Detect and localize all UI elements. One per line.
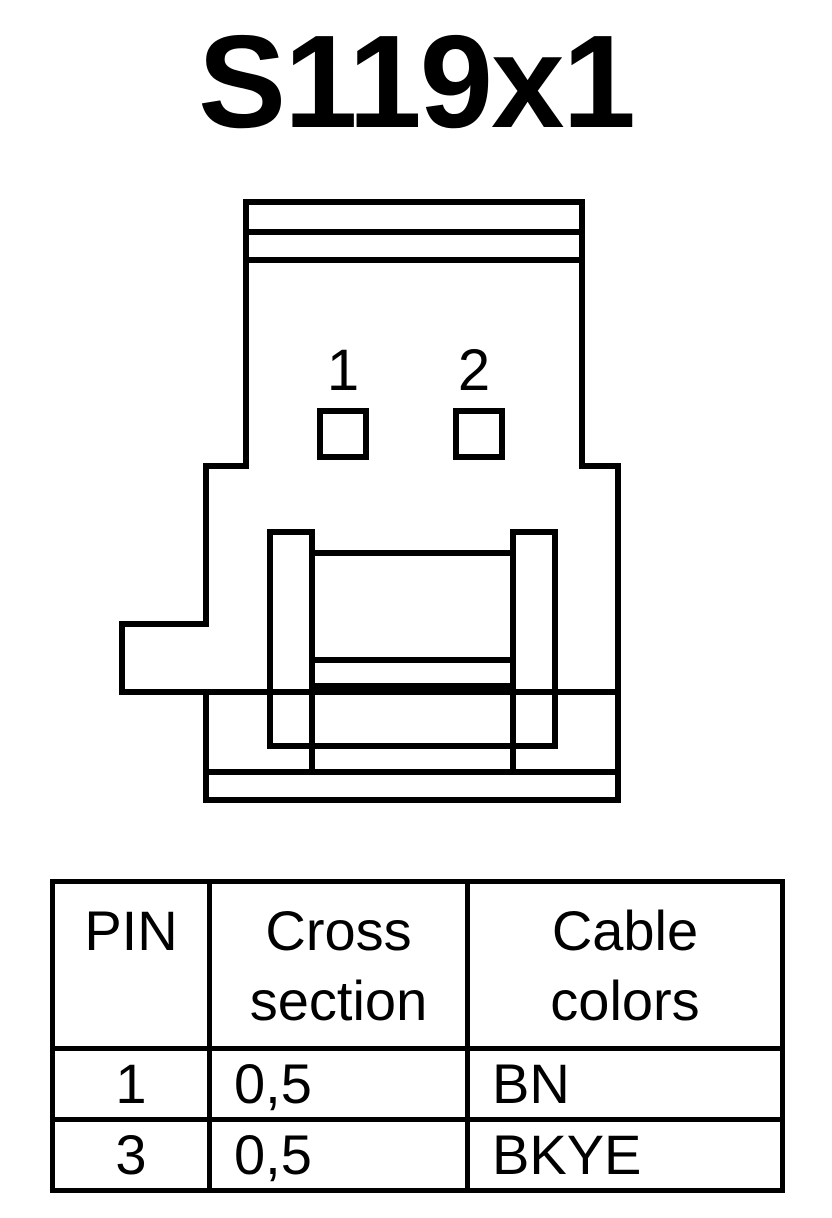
latch-post-right bbox=[510, 529, 558, 749]
table-row: 3 0,5 BKYE bbox=[50, 1117, 785, 1193]
table-header-row: PIN Cross section Cable colors bbox=[50, 879, 785, 1051]
header-cross-section: Cross section bbox=[207, 879, 470, 1051]
pin-cell: 1 bbox=[50, 1046, 212, 1122]
pin-2-contact bbox=[453, 408, 505, 460]
pin-assignment-table: PIN Cross section Cable colors 1 0,5 BN … bbox=[50, 879, 785, 1193]
header-cable-colors-line-2: colors bbox=[550, 969, 700, 1032]
header-pin-label: PIN bbox=[84, 899, 178, 962]
header-cable-colors: Cable colors bbox=[465, 879, 785, 1051]
header-cable-colors-line-1: Cable bbox=[551, 899, 699, 962]
cable-color-cell: BN bbox=[465, 1046, 785, 1122]
pin-label-2: 2 bbox=[458, 338, 490, 403]
header-cross-section-line-2: section bbox=[249, 969, 428, 1032]
cross-section-cell: 0,5 bbox=[207, 1046, 470, 1122]
latch-post-left bbox=[267, 529, 315, 749]
pin-cell: 3 bbox=[50, 1117, 212, 1193]
pin-label-1: 1 bbox=[327, 338, 359, 403]
cable-color-cell: BKYE bbox=[465, 1117, 785, 1193]
connector-diagram: 1 2 bbox=[119, 199, 621, 803]
header-pin: PIN bbox=[50, 879, 212, 1051]
cross-section-cell: 0,5 bbox=[207, 1117, 470, 1193]
connector-outline bbox=[119, 199, 621, 803]
pin-1-contact bbox=[317, 408, 369, 460]
diagram-title: S119x1 bbox=[198, 8, 636, 155]
table-row: 1 0,5 BN bbox=[50, 1046, 785, 1122]
header-cross-section-line-1: Cross bbox=[265, 899, 412, 962]
